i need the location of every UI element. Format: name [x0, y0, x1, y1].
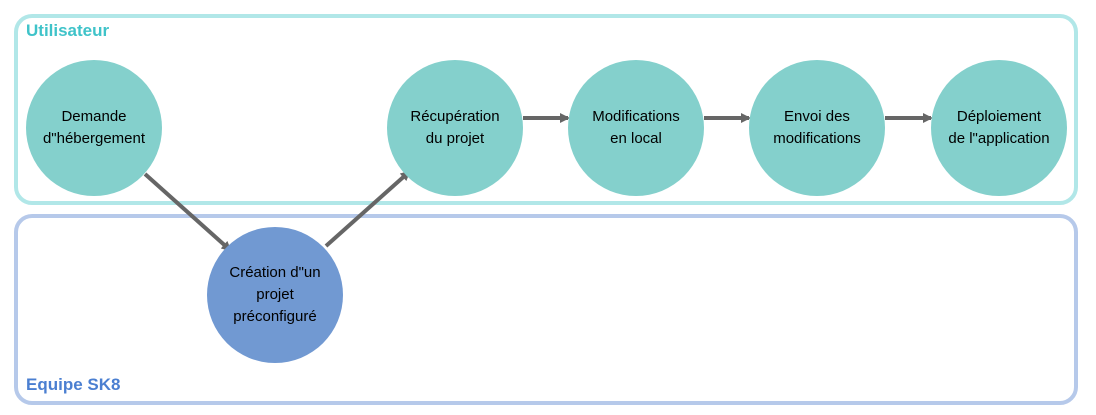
node-label: Récupération du projet: [410, 108, 500, 147]
node-label: Demande d"hébergement: [42, 108, 146, 147]
node-envoi-modifications: Envoi des modifications: [749, 60, 885, 196]
node-deploiement-application: Déploiement de l"application: [931, 60, 1067, 196]
node-label: Envoi des modifications: [773, 108, 861, 147]
lane-label-utilisateur: Utilisateur: [26, 21, 110, 40]
arrow-creation-to-recuperation: [324, 170, 411, 248]
arrow-demande-to-creation: [143, 172, 232, 252]
node-label: Création d"un projet préconfiguré: [229, 264, 321, 325]
lane-utilisateur: [14, 14, 1078, 205]
node-label: Modifications en local: [592, 108, 680, 147]
node-recuperation-projet: Récupération du projet: [387, 60, 523, 196]
lane-equipe-sk8: [14, 214, 1078, 405]
node-label: Déploiement de l"application: [948, 108, 1050, 147]
node-demande-hebergement: Demande d"hébergement: [26, 60, 162, 196]
node-modifications-local: Modifications en local: [568, 60, 704, 196]
lane-label-equipe-sk8: Equipe SK8: [26, 375, 121, 394]
node-creation-projet: Création d"un projet préconfiguré: [207, 227, 343, 363]
